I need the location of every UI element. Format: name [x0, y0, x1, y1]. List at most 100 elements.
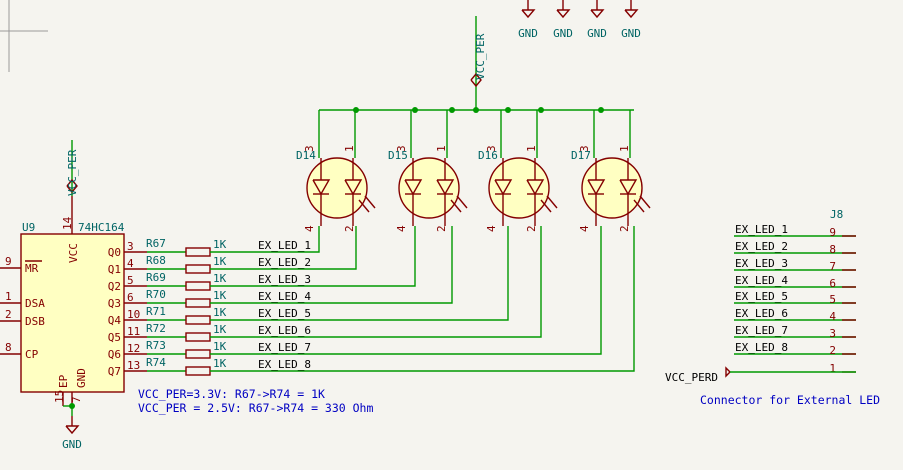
- vcc-per-power-symbol: VCC_PER: [470, 16, 487, 110]
- connector-reference: J8: [830, 208, 843, 221]
- led-d14: 3 1 4 2 D14: [296, 110, 376, 232]
- connector-pin-number: 6: [829, 277, 836, 290]
- led-pin-number: 1: [343, 145, 356, 152]
- gnd-label: GND: [587, 27, 607, 40]
- resistor-body: [185, 281, 211, 291]
- led-body: [306, 157, 368, 219]
- led-pin-number: 1: [618, 145, 631, 152]
- led-pin-number: 3: [578, 145, 591, 152]
- resistor-value: 1K: [213, 272, 227, 285]
- gnd-label: GND: [621, 27, 641, 40]
- junction-dot: [598, 107, 604, 113]
- emission-arrow: [546, 195, 558, 209]
- led-reference: D17: [571, 149, 591, 162]
- connector-pin-number: 1: [829, 362, 836, 375]
- vcc-per-label: VCC_PER: [474, 33, 487, 80]
- ic-pin-name: Q5: [108, 331, 121, 344]
- led-pin-number: 3: [485, 145, 498, 152]
- emission-arrow: [456, 195, 468, 209]
- gnd-triangle: [65, 425, 80, 435]
- net-wire: [255, 226, 320, 253]
- ic-pin-name: CP: [25, 348, 39, 361]
- resistor-reference: R70: [146, 288, 166, 301]
- led-body: [488, 157, 550, 219]
- led-pin-number: 4: [303, 225, 316, 232]
- ic-pin-name: DSB: [25, 315, 45, 328]
- led-body: [581, 157, 643, 219]
- canvas-crosshair: [0, 0, 48, 72]
- junction-dot: [353, 107, 359, 113]
- connector-net-label: EX_LED_2: [735, 240, 788, 253]
- resistor-reference: R73: [146, 339, 166, 352]
- ic-pin-number: 9: [5, 255, 12, 268]
- led-pin-number: 4: [578, 225, 591, 232]
- ic-pin-name: Q3: [108, 297, 121, 310]
- net-wire: [255, 226, 509, 321]
- ic-pin-number: 5: [127, 274, 134, 287]
- emission-arrow: [364, 195, 376, 209]
- ic-pin-number: 14: [61, 216, 74, 230]
- ic-pin-number: 11: [127, 325, 140, 338]
- note-line: VCC_PER = 2.5V: R67->R74 = 330 Ohm: [138, 401, 373, 415]
- ic-pin-name: VCC: [67, 243, 80, 263]
- net-wire: [255, 226, 542, 338]
- ic-value: 74HC164: [78, 221, 125, 234]
- led-pin-number: 2: [343, 225, 356, 232]
- connector-net-label: EX_LED_8: [735, 341, 788, 354]
- led-pin-number: 3: [303, 145, 316, 152]
- ic-pin-number: 12: [127, 342, 140, 355]
- ic-pin-number: 6: [127, 291, 134, 304]
- led-d17: 3 1 4 2 D17: [571, 110, 651, 232]
- ic-pin-number: 7: [70, 396, 83, 403]
- resistor-value: 1K: [213, 357, 227, 370]
- emission-arrow: [633, 199, 645, 213]
- ic-pin-name: Q4: [108, 314, 122, 327]
- led-pin-number: 1: [435, 145, 448, 152]
- ic-pin-name: Q6: [108, 348, 121, 361]
- connector-net-label: EX_LED_3: [735, 257, 788, 270]
- ic-pin-name: Q0: [108, 246, 121, 259]
- resistor-reference: R68: [146, 254, 166, 267]
- connector-pin-number: 4: [829, 310, 836, 323]
- resistor-reference: R69: [146, 271, 166, 284]
- net-label: EX_LED_2: [258, 256, 311, 269]
- led-pin-number: 2: [618, 225, 631, 232]
- connector-net-label: EX_LED_6: [735, 307, 788, 320]
- vcc-per-label: VCC_PER: [66, 149, 79, 196]
- led-reference: D14: [296, 149, 316, 162]
- led-reference: D16: [478, 149, 498, 162]
- junction-dot: [505, 107, 511, 113]
- emission-arrow: [450, 199, 462, 213]
- ic-pin-number: 13: [127, 359, 140, 372]
- net-wire: [255, 226, 416, 287]
- ic-pin-name: DSA: [25, 297, 45, 310]
- net-label: EX_LED_8: [258, 358, 311, 371]
- net-label: EX_LED_5: [258, 307, 311, 320]
- connector-pin-number: 9: [829, 226, 836, 239]
- connector-description: Connector for External LED: [700, 393, 880, 407]
- resistor-body: [185, 315, 211, 325]
- net-label: EX_LED_7: [258, 341, 311, 354]
- ic-pin-name: Q7: [108, 365, 121, 378]
- connector-net-label: EX_LED_4: [735, 274, 788, 287]
- resistor-body: [185, 264, 211, 274]
- note-line: VCC_PER=3.3V: R67->R74 = 1K: [138, 387, 325, 401]
- resistor-reference: R67: [146, 237, 166, 250]
- net-label: EX_LED_6: [258, 324, 311, 337]
- resistor-body: [185, 366, 211, 376]
- resistor-r73: R73 1K EX_LED_7: [146, 226, 602, 359]
- led-pin-number: 4: [485, 225, 498, 232]
- resistor-body: [185, 349, 211, 359]
- power-flag-arrow: [725, 366, 731, 378]
- resistor-value: 1K: [213, 238, 227, 251]
- ic-pin-number: 1: [5, 290, 12, 303]
- resistor-r68: R68 1K EX_LED_2: [146, 226, 357, 274]
- net-label: EX_LED_3: [258, 273, 311, 286]
